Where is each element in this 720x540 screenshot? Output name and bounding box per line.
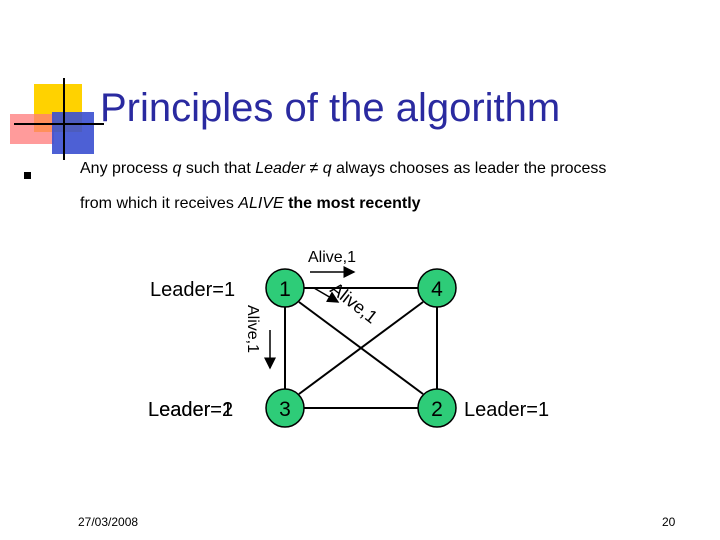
node-4-label: 4 — [431, 278, 443, 301]
slide-logo — [10, 78, 104, 160]
text-segment: Any process — [80, 160, 173, 177]
leader-label-node3-b: Leader=2 — [148, 399, 233, 421]
leader-label-node2: Leader=1 — [464, 399, 549, 421]
node-3: 3 — [265, 388, 305, 428]
node-4: 4 — [417, 268, 457, 308]
node-2: 2 — [417, 388, 457, 428]
bullet-marker — [24, 172, 31, 179]
text-italic: q — [172, 160, 182, 177]
node-3-label: 3 — [279, 398, 291, 421]
footer-date: 27/03/2008 — [78, 515, 139, 529]
footer-page-number: 20 — [662, 515, 676, 529]
logo-blue-square — [52, 112, 94, 154]
message-arrow-diagonal — [313, 287, 340, 303]
node-1: 1 — [265, 268, 305, 308]
text-bold: the most recently — [283, 195, 421, 212]
logo-red-square — [10, 114, 54, 144]
bullet-text-line2: from which it receives ALIVE the most re… — [80, 195, 421, 213]
page-title: Principles of the algorithm — [100, 86, 561, 130]
leader-label-node3-a: Leader=1 — [148, 399, 233, 421]
edge-4-3 — [298, 301, 424, 395]
text-segment: always chooses as leader the process — [331, 160, 607, 177]
message-label-top: Alive,1 — [308, 249, 356, 266]
message-label-diagonal: Alive,1 — [327, 278, 382, 327]
message-label-left: Alive,1 — [244, 305, 261, 353]
bullet-text-line1: Any process q such that Leader ≠ q alway… — [80, 160, 606, 178]
text-segment: from which it receives — [80, 195, 239, 212]
text-segment: such that — [181, 160, 256, 177]
text-italic: Leader ≠ q — [255, 160, 332, 177]
text-italic: ALIVE — [238, 195, 284, 212]
node-2-label: 2 — [431, 398, 443, 421]
leader-label-node1: Leader=1 — [150, 279, 235, 301]
node-1-label: 1 — [279, 278, 291, 301]
